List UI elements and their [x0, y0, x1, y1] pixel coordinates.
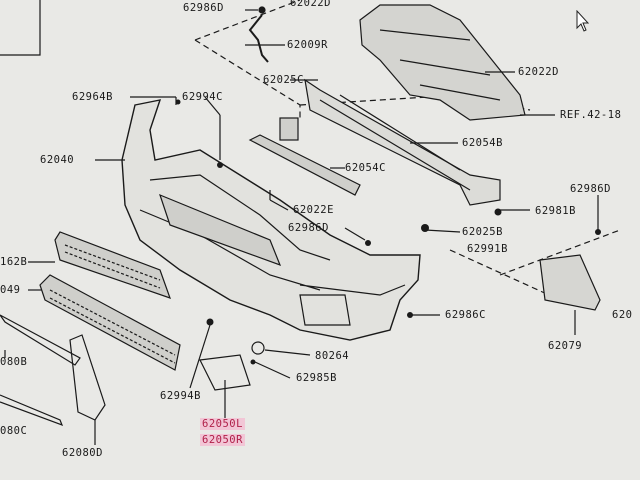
- label-62050L: 62050L: [200, 418, 245, 430]
- molding-62080B: [0, 314, 81, 366]
- label-62040: 62040: [40, 154, 75, 166]
- label-62162B: 162B: [0, 256, 28, 268]
- label-62986C: 62986C: [445, 309, 486, 321]
- absorber-62054C: [248, 134, 361, 196]
- clip-62981B: [494, 208, 502, 216]
- clip-62985B: [250, 359, 256, 365]
- guide-line: [499, 229, 621, 276]
- guide-line: [194, 0, 301, 41]
- label-62994C: 62994C: [182, 91, 223, 103]
- label-62022E: 62022E: [293, 204, 334, 216]
- fog-lamp-80264: [251, 341, 265, 355]
- label-62981B: 62981B: [535, 205, 576, 217]
- label-62049: 049: [0, 284, 21, 296]
- label-62054B: 62054B: [462, 137, 503, 149]
- label-62994B: 62994B: [160, 390, 201, 402]
- clip-62986D: [258, 6, 266, 14]
- beam-detail: [319, 94, 471, 191]
- label-62080C: 080C: [0, 425, 28, 437]
- label-62025B: 62025B: [462, 226, 503, 238]
- label-ref: REF.42-18: [560, 109, 622, 121]
- leader: [269, 199, 289, 211]
- label-62079: 62079: [548, 340, 583, 352]
- fog-cover-62050: [199, 354, 251, 391]
- reinforcement-62022D: [359, 4, 526, 121]
- clip-62986D-right: [595, 229, 601, 235]
- clip-62994B: [206, 318, 214, 326]
- guide-line: [449, 249, 561, 301]
- upper-grille-mesh: [64, 244, 161, 289]
- label-62080D: 62080D: [62, 447, 103, 459]
- label-62964B: 62964B: [72, 91, 113, 103]
- label-62080B: 080B: [0, 356, 28, 368]
- mouse-cursor-icon: [576, 10, 590, 32]
- label-62025C: 62025C: [263, 74, 304, 86]
- label-62986D: 62986D: [183, 2, 224, 14]
- leader: [189, 324, 211, 389]
- clip-62986C: [407, 312, 413, 318]
- beam-62054B: [304, 78, 501, 206]
- leader: [204, 96, 221, 116]
- bracket-62025C: [279, 117, 299, 141]
- molding-62080C: [0, 394, 64, 427]
- frame-box: [0, 0, 41, 56]
- label-62009R: 62009R: [287, 39, 328, 51]
- bracket-62079: [539, 254, 601, 311]
- label-62986D-mid: 62986D: [288, 222, 329, 234]
- label-620-edge: 620: [612, 309, 633, 321]
- label-62022D-right: 62022D: [518, 66, 559, 78]
- clip-62991B: [421, 224, 429, 232]
- label-62050R: 62050R: [200, 434, 245, 446]
- rod-62009R: [248, 14, 269, 63]
- leader: [424, 229, 461, 233]
- lower-grille: [39, 274, 181, 371]
- lower-grille-mesh: [49, 289, 176, 364]
- bumper-62040: [121, 99, 421, 341]
- clip-62986D: [365, 240, 371, 246]
- molding-62080D: [69, 334, 106, 421]
- leader: [264, 349, 311, 356]
- leader: [344, 227, 366, 241]
- bumper-fog-opening: [299, 294, 351, 326]
- label-62986D-right: 62986D: [570, 183, 611, 195]
- label-62991B: 62991B: [467, 243, 508, 255]
- reinforcement-detail: [379, 29, 501, 101]
- clip-62994C: [217, 162, 223, 168]
- label-62022D: 62022D: [290, 0, 331, 9]
- label-62054C: 62054C: [345, 162, 386, 174]
- label-80264: 80264: [315, 350, 350, 362]
- clip-62964B: [175, 99, 181, 105]
- label-62985B: 62985B: [296, 372, 337, 384]
- bumper-grille-opening: [159, 193, 282, 267]
- leader: [254, 361, 291, 379]
